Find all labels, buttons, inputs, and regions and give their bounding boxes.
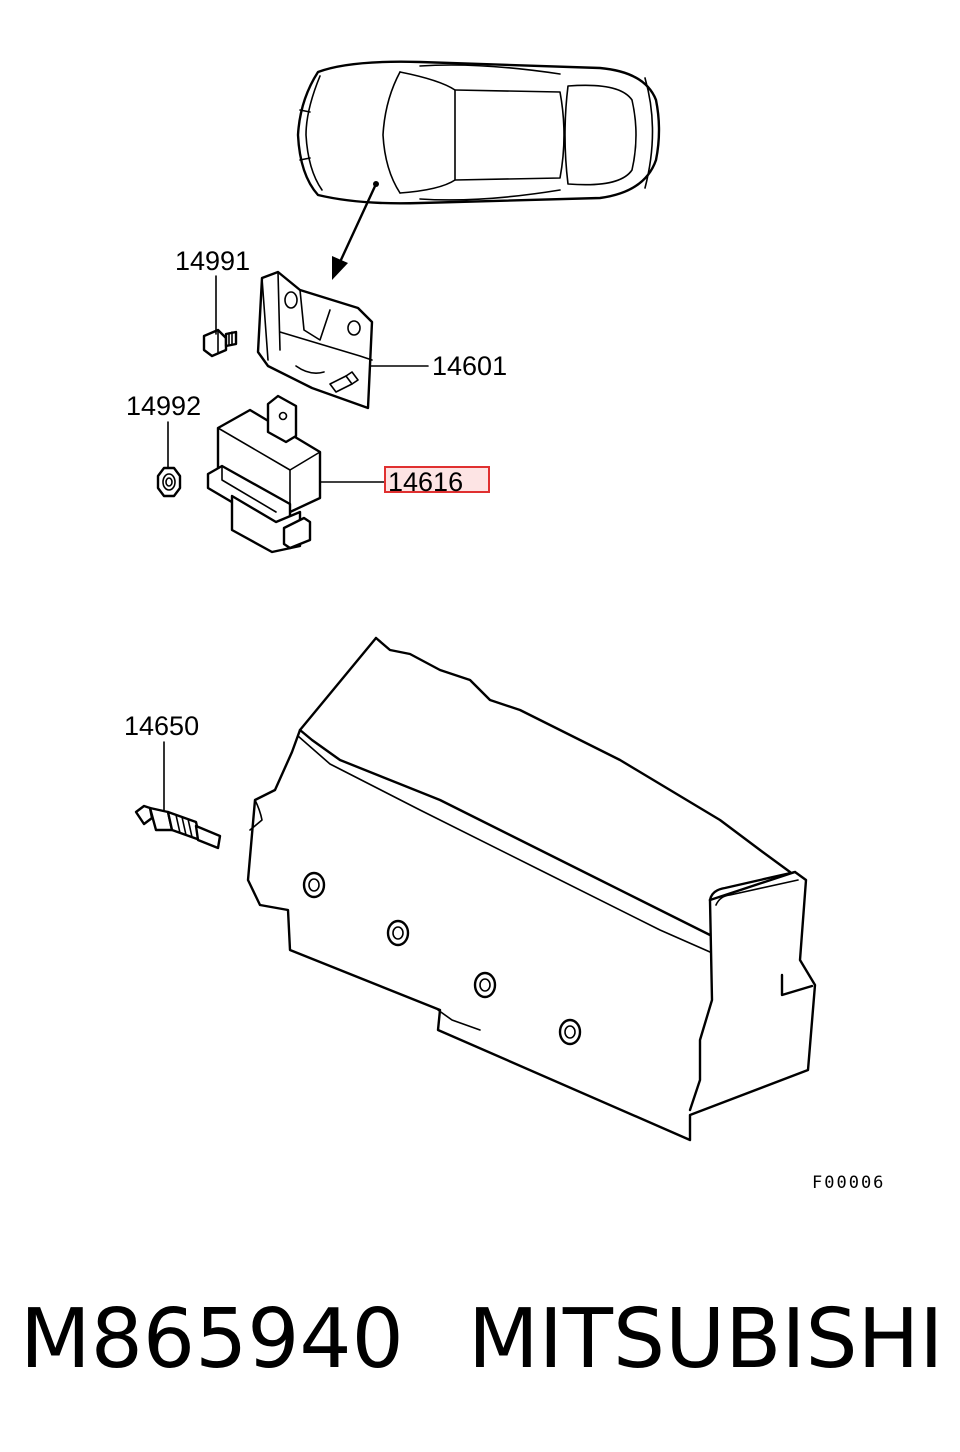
- nut-part: [156, 466, 182, 498]
- callout-14991: 14991: [175, 246, 250, 276]
- car-top-view-illustration: [296, 60, 661, 205]
- cylinder-port-2: [386, 919, 410, 947]
- part-number: M865940: [20, 1292, 404, 1387]
- engine-block-illustration: [246, 636, 817, 1142]
- footer: M865940 MITSUBISHI: [0, 1280, 960, 1400]
- cylinder-port-4: [558, 1018, 582, 1046]
- highlight-box: [384, 466, 490, 493]
- callout-14601: 14601: [432, 351, 507, 381]
- callout-14650: 14650: [124, 711, 199, 741]
- relay-part: [206, 394, 322, 554]
- bracket-part: [256, 270, 374, 410]
- figure-code: F00006: [812, 1173, 885, 1193]
- brand-name: MITSUBISHI: [468, 1292, 944, 1387]
- callout-14616: 14616: [388, 467, 463, 497]
- bolt-part: [202, 328, 238, 358]
- cylinder-port-1: [302, 871, 326, 899]
- location-arrow: [332, 181, 379, 280]
- leader-lines: [163, 275, 429, 811]
- glow-plug-part: [134, 804, 222, 850]
- callout-14992: 14992: [126, 391, 201, 421]
- cylinder-port-3: [473, 971, 497, 999]
